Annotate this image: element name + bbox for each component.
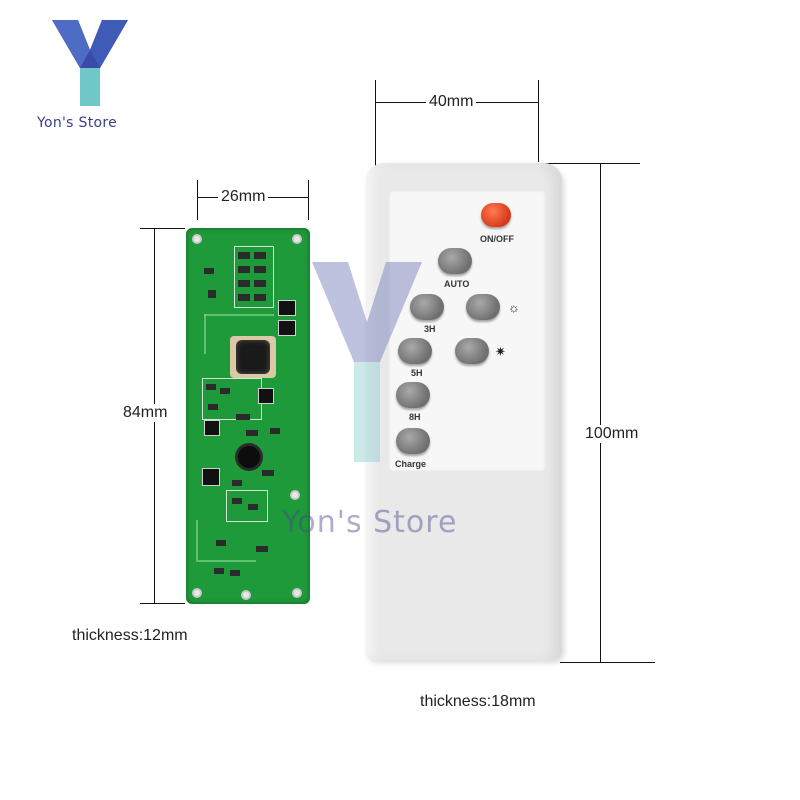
sun-bright-icon: ✷ [495,344,506,359]
pcb-trace [196,560,256,562]
pcb-component [214,568,224,574]
remote-width-tick-right [538,80,539,162]
pcb-resistor [238,280,250,287]
pcb-component [208,404,218,410]
pcb-component [216,540,226,546]
pcb-height-tick-top [140,228,185,229]
pcb-resistor [238,252,250,259]
pcb-component [208,290,216,298]
auto-label: AUTO [444,279,470,289]
pcb-trace [196,520,198,560]
pcb-resistor [254,280,266,287]
pcb-chip [258,388,274,404]
remote-thickness-label: thickness:18mm [420,693,536,710]
pcb-component [262,470,274,476]
timer-5h-label: 5H [411,368,423,378]
pcb-width-tick-right [308,180,309,220]
watermark-logo-icon [312,262,422,462]
pcb-component [206,384,216,390]
pcb-component [246,430,258,436]
pcb-component [248,504,258,510]
brightness-bright-button[interactable] [455,338,489,364]
remote-width-label: 40mm [426,93,477,111]
remote-height-tick-bottom [560,662,655,663]
timer-3h-label: 3H [424,324,436,334]
pcb-component-outline [234,246,274,308]
pcb-component-outline [226,490,268,522]
pcb-chip [278,320,296,336]
pcb-push-switch-button [236,340,270,374]
pcb-trace [204,314,206,354]
pcb-resistor [254,266,266,273]
pcb-component [230,570,240,576]
remote-height-tick-top [540,163,640,164]
pcb-width-tick-left [197,180,198,220]
watermark-text: Yon's Store [282,505,458,540]
pcb-height-tick-bottom [140,603,185,604]
pcb-component [232,480,242,486]
pcb-trace [204,314,274,316]
timer-8h-label: 8H [409,412,421,422]
pcb-resistor [238,266,250,273]
on-off-label: ON/OFF [480,234,514,244]
pcb-component [236,414,250,420]
pcb-component [232,498,242,504]
pcb-ir-receiver [238,446,260,468]
store-logo-text: Yon's Store [37,115,118,131]
pcb-chip [278,300,296,316]
pcb-component [270,428,280,434]
pcb-width-label: 26mm [218,188,269,206]
pcb-mount-hole [192,234,202,244]
brightness-dim-button[interactable] [466,294,500,320]
remote-width-tick-left [375,80,376,170]
store-logo [48,18,132,108]
remote-height-label: 100mm [582,425,642,443]
pcb-resistor [254,294,266,301]
pcb-thickness-label: thickness:12mm [72,627,188,644]
auto-button[interactable] [438,248,472,274]
pcb-board [186,228,310,604]
pcb-resistor [238,294,250,301]
pcb-resistor [254,252,266,259]
remote-button-panel [388,190,546,472]
pcb-component [220,388,230,394]
pcb-mount-hole [292,588,302,598]
store-logo-icon [52,20,128,106]
sun-dim-icon: ☼ [508,300,520,315]
pcb-chip [202,468,220,486]
pcb-mount-hole [192,588,202,598]
pcb-mount-hole [292,234,302,244]
timer-3h-button[interactable] [410,294,444,320]
timer-8h-button[interactable] [396,382,430,408]
remote-height-line [600,163,601,662]
watermark-logo [312,262,422,462]
pcb-component [204,268,214,274]
timer-5h-button[interactable] [398,338,432,364]
pcb-mount-hole [290,490,300,500]
charge-button[interactable] [396,428,430,454]
charge-label: Charge [395,459,427,469]
pcb-component [256,546,268,552]
pcb-mount-hole [241,590,251,600]
pcb-height-label: 84mm [120,404,171,422]
pcb-chip [204,420,220,436]
on-off-button[interactable] [481,203,511,227]
